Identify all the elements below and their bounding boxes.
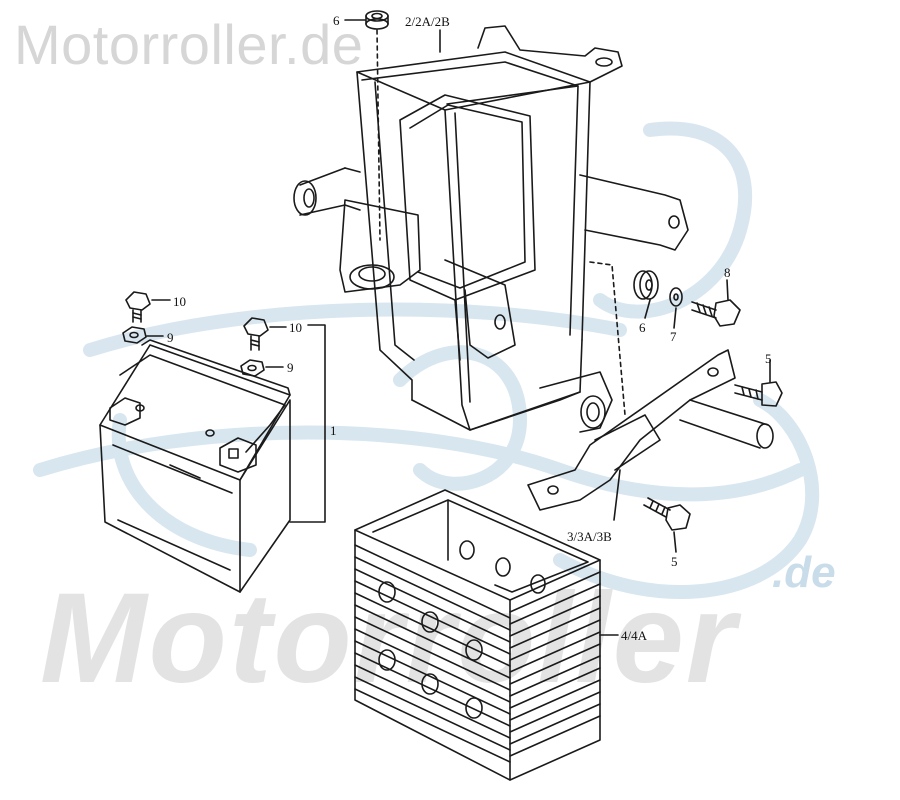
bolt-5-lower xyxy=(643,497,691,531)
label-battery-box-bracket: 2/2A/2B xyxy=(405,14,450,29)
washer-7 xyxy=(669,287,683,307)
rear-bracket xyxy=(527,349,774,511)
bolt-10-left xyxy=(125,291,151,323)
label-grommet-right: 6 xyxy=(639,320,646,335)
watermark-big: Motorroller xyxy=(40,567,738,710)
label-washer-7: 7 xyxy=(670,329,677,344)
battery-cover xyxy=(354,489,619,781)
nut-9-right xyxy=(240,359,265,377)
bolt-8 xyxy=(691,299,741,327)
watermark-top: Motorroller.de xyxy=(14,13,364,76)
label-grommet-top: 6 xyxy=(333,13,340,28)
battery xyxy=(99,324,326,593)
battery-box-bracket xyxy=(293,25,689,433)
label-battery: 1 xyxy=(330,423,337,438)
label-battery-cover: 4/4A xyxy=(621,628,647,643)
watermark-suffix: .de xyxy=(772,548,836,597)
label-bolt-8: 8 xyxy=(724,265,731,280)
bolt-5-upper xyxy=(734,381,783,407)
label-bolt-10-left: 10 xyxy=(173,294,186,309)
label-bolt-5-lower: 5 xyxy=(671,554,678,569)
bolt-10-right xyxy=(243,317,269,351)
label-nut-9-left: 9 xyxy=(167,330,174,345)
grommet-right xyxy=(633,270,659,300)
label-rear-bracket: 3/3A/3B xyxy=(567,529,612,544)
grommet-top xyxy=(365,10,389,30)
label-bolt-5-upper: 5 xyxy=(765,351,772,366)
label-nut-9-right: 9 xyxy=(287,360,294,375)
label-bolt-10-right: 10 xyxy=(289,320,302,335)
nut-9-left xyxy=(122,326,147,344)
